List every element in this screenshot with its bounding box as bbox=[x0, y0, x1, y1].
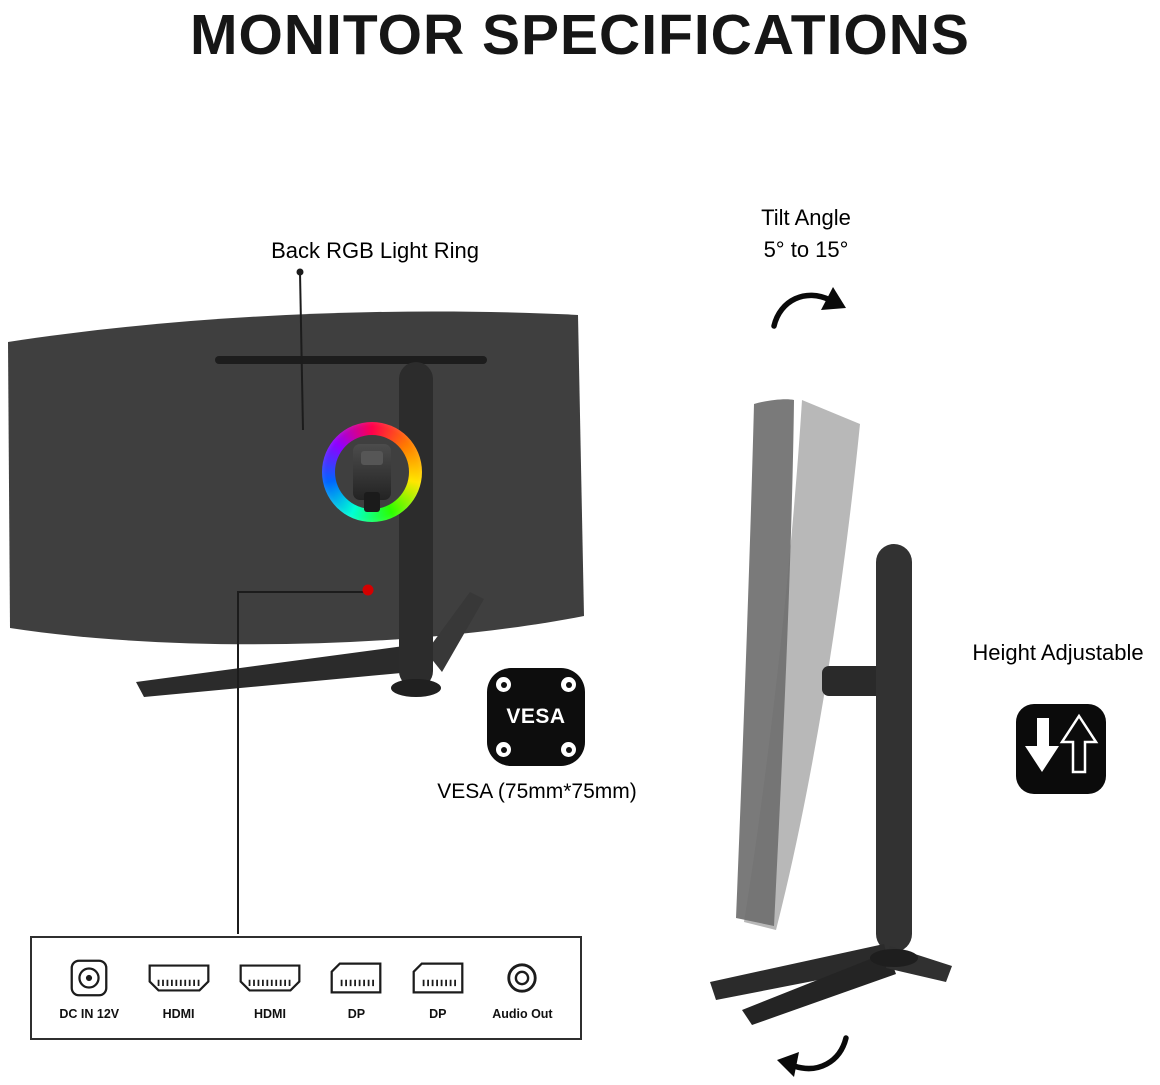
monitor-body bbox=[8, 311, 584, 645]
vesa-size-caption: VESA (75mm*75mm) bbox=[437, 780, 637, 803]
tilt-angle-label: Tilt Angle 5° to 15° bbox=[761, 202, 851, 266]
tilt-arrow-icon bbox=[771, 287, 846, 329]
port-hdmi-1: HDMI bbox=[147, 956, 211, 1021]
hdmi-icon bbox=[238, 956, 302, 1000]
ports-panel: DC IN 12V HDMI HDMI bbox=[30, 936, 582, 1040]
side-base-second-leg bbox=[742, 952, 896, 1025]
displayport-icon bbox=[329, 956, 383, 1000]
port-dp-2: DP bbox=[411, 956, 465, 1021]
stand-foot-cap bbox=[391, 679, 441, 697]
tilt-angle-title: Tilt Angle bbox=[761, 205, 851, 230]
back-rgb-light-ring-label: Back RGB Light Ring bbox=[271, 238, 479, 263]
port-hdmi-2: HDMI bbox=[238, 956, 302, 1021]
stand-pole bbox=[399, 362, 433, 688]
vesa-hole-icon bbox=[496, 677, 511, 692]
tilt-angle-range: 5° to 15° bbox=[763, 236, 849, 262]
vesa-hole-icon bbox=[561, 677, 576, 692]
rgb-ring-leader-line bbox=[299, 271, 304, 431]
port-label: DP bbox=[429, 1006, 447, 1021]
side-monitor-illustration bbox=[710, 399, 952, 1025]
vent-strip bbox=[215, 356, 487, 364]
stand-base-left-leg bbox=[136, 646, 412, 697]
vesa-hole-icon bbox=[561, 742, 576, 757]
leader-lines bbox=[237, 268, 366, 934]
port-dp-1: DP bbox=[329, 956, 383, 1021]
displayport-icon bbox=[411, 956, 465, 1000]
port-label: HDMI bbox=[253, 1006, 286, 1021]
vesa-hole-icon bbox=[496, 742, 511, 757]
height-adjustable-label: Height Adjustable bbox=[972, 640, 1144, 665]
ports-leader-line bbox=[237, 591, 366, 934]
port-label: Audio Out bbox=[492, 1006, 553, 1021]
upright-screen-silhouette bbox=[736, 399, 794, 926]
port-label: DC IN 12V bbox=[59, 1006, 120, 1021]
dc-power-icon bbox=[69, 956, 109, 1000]
port-dc-in: DC IN 12V bbox=[59, 956, 119, 1021]
vesa-badge-icon: VESA bbox=[487, 668, 585, 766]
side-stand-pole bbox=[876, 544, 912, 952]
back-monitor-illustration bbox=[8, 311, 584, 697]
stand-base-right-leg bbox=[426, 592, 484, 672]
vesa-mount-plate bbox=[353, 444, 391, 512]
side-base-front-leg bbox=[710, 944, 890, 1000]
audio-jack-icon bbox=[505, 956, 539, 1000]
swivel-arrow-icon bbox=[777, 1035, 849, 1077]
page-title: MONITOR SPECIFICATIONS bbox=[190, 3, 970, 67]
up-down-arrows-icon bbox=[1025, 713, 1099, 774]
port-label: DP bbox=[347, 1006, 366, 1021]
port-audio-out: Audio Out bbox=[492, 956, 553, 1021]
side-foot-cap bbox=[870, 949, 918, 967]
hdmi-icon bbox=[147, 956, 211, 1000]
port-location-dot bbox=[362, 584, 374, 596]
vesa-badge-label: VESA bbox=[506, 705, 566, 728]
port-label: HDMI bbox=[162, 1006, 195, 1021]
height-adjustable-icon bbox=[1016, 704, 1106, 794]
